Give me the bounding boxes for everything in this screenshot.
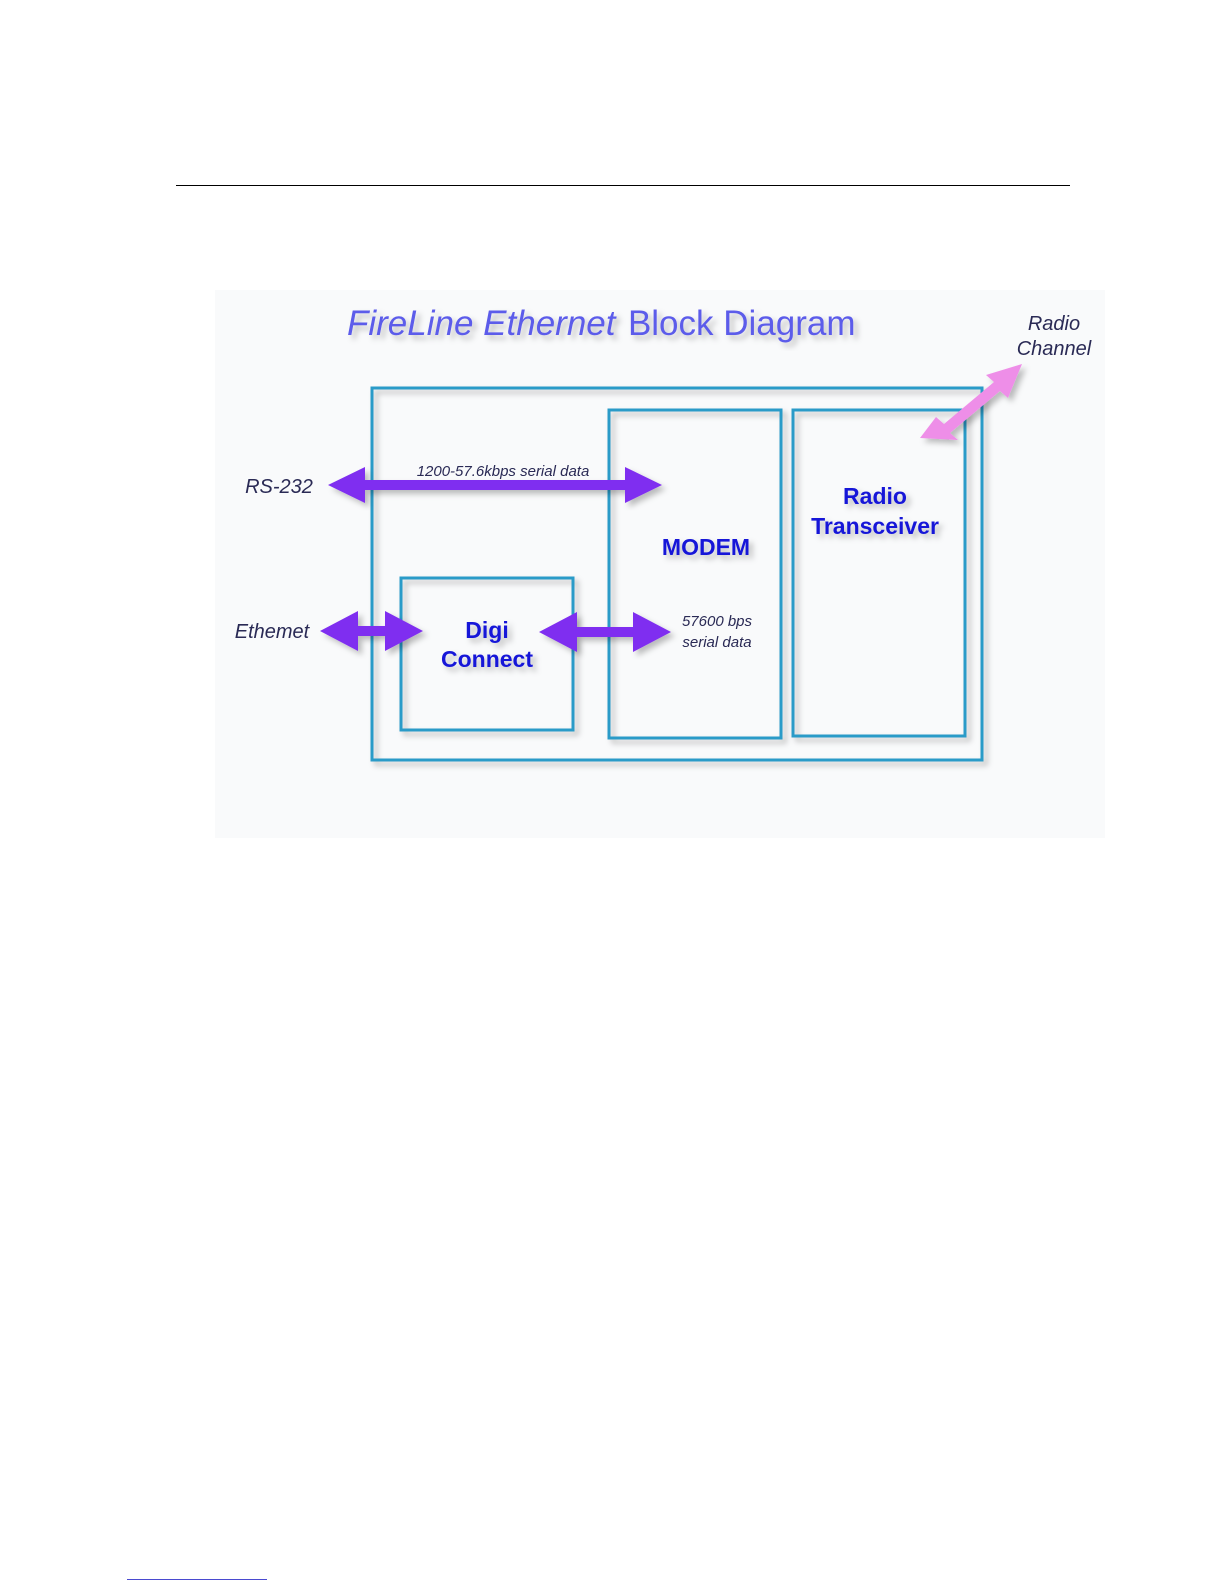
- footer-link-underline: [127, 1579, 267, 1580]
- outer-enclosure-box: [372, 388, 982, 760]
- header-rule: [176, 185, 1070, 186]
- radio-channel-label-line2: Channel: [1017, 338, 1092, 360]
- diagram-title-rest: Block Diagram: [628, 304, 856, 343]
- modem-box: [609, 410, 781, 738]
- digi-connect-label-line2: Connect: [441, 646, 533, 672]
- rs232-label: RS-232: [245, 476, 313, 498]
- radio-transceiver-box: [793, 410, 965, 736]
- radio-transceiver-label-line1: Radio: [843, 483, 907, 509]
- serial-data-top-label: 1200-57.6kbps serial data: [417, 463, 590, 480]
- serial-data-mid-line2: serial data: [682, 634, 751, 651]
- serial-data-mid-line1: 57600 bps: [682, 613, 753, 630]
- digi-connect-label-line1: Digi: [465, 617, 508, 643]
- diagram-title-italic: FireLine Ethernet: [347, 304, 617, 343]
- modem-label: MODEM: [662, 534, 750, 560]
- block-diagram-svg: FireLine Ethernet Block Diagram Radio Ch…: [215, 290, 1105, 838]
- ethernet-label: Ethemet: [235, 621, 311, 643]
- digi-modem-double-arrow: [539, 612, 671, 652]
- block-diagram-figure: FireLine Ethernet Block Diagram Radio Ch…: [215, 290, 1105, 838]
- diagram-title: FireLine Ethernet Block Diagram: [347, 304, 856, 343]
- radio-channel-double-arrow: [920, 364, 1022, 440]
- radio-transceiver-label-line2: Transceiver: [811, 513, 939, 539]
- radio-channel-label-line1: Radio: [1028, 313, 1080, 335]
